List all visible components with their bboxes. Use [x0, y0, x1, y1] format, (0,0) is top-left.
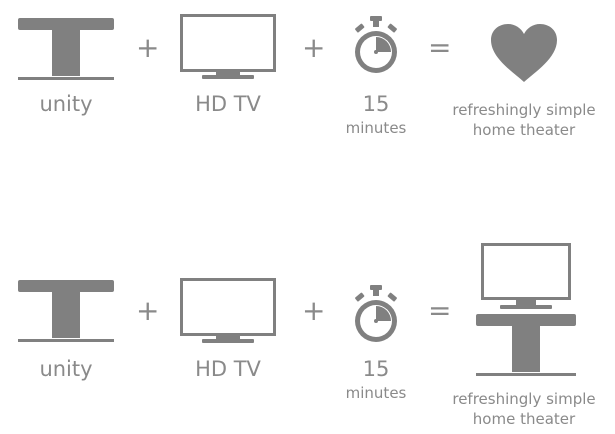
plus-operator: +: [302, 294, 326, 327]
equals-operator: =: [428, 294, 452, 327]
result-line-2: home theater: [472, 410, 576, 428]
heart-icon: [491, 24, 557, 82]
minutes-unit: minutes: [345, 119, 407, 137]
unity-label: unity: [39, 92, 93, 116]
stopwatch-icon: [352, 16, 400, 78]
hd-tv-label: HD TV: [195, 357, 261, 381]
plus-operator: +: [302, 31, 326, 64]
minutes-number: 15: [362, 357, 390, 381]
minutes-number: 15: [362, 92, 390, 116]
result-line-1: refreshingly simple: [452, 101, 596, 119]
equals-operator: =: [428, 31, 452, 64]
equation-row-1: unity + HD TV + 15 minutes = refreshing: [0, 0, 615, 200]
tv-on-stand-icon: [476, 243, 576, 377]
unity-stand-icon: [18, 280, 114, 344]
unity-label: unity: [39, 357, 93, 381]
hd-tv-label: HD TV: [195, 92, 261, 116]
plus-operator: +: [136, 31, 160, 64]
plus-operator: +: [136, 294, 160, 327]
tv-icon: [180, 14, 276, 80]
result-line-1: refreshingly simple: [452, 390, 596, 408]
equation-row-2: unity + HD TV + 15 minutes =: [0, 235, 615, 434]
result-line-2: home theater: [472, 121, 576, 139]
minutes-unit: minutes: [345, 384, 407, 402]
tv-icon: [180, 278, 276, 344]
unity-stand-icon: [18, 18, 114, 82]
stopwatch-icon: [352, 285, 400, 347]
